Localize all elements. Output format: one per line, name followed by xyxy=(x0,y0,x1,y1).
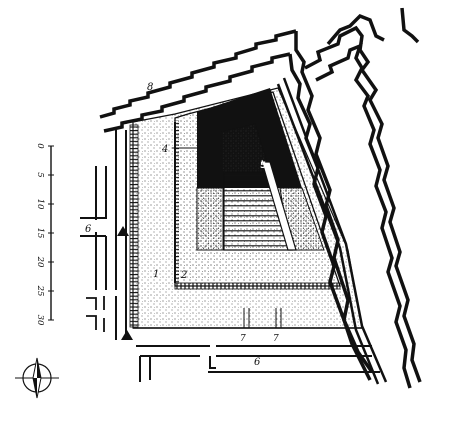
scale-tick-30: 30 xyxy=(35,315,45,326)
lower-court-left xyxy=(196,187,224,251)
scale-tick-10: 10 xyxy=(35,199,45,210)
platform-left-hatch xyxy=(174,120,179,284)
scale-tick-5: 5 xyxy=(35,172,45,177)
label-7-left: 7 xyxy=(240,334,246,344)
label-6-west: 6 xyxy=(85,224,92,235)
entrance-arrow-west xyxy=(117,226,129,236)
label-2: 2 xyxy=(180,270,187,281)
label-8: 8 xyxy=(147,82,153,93)
scale-tick-20: 20 xyxy=(35,256,45,268)
scale-tick-0: 0 xyxy=(35,143,45,149)
stepped-east-walls xyxy=(288,25,422,389)
gate-markers xyxy=(243,308,282,328)
scale-bar: 0 5 10 15 20 25 30 xyxy=(35,143,54,326)
staircase-side-wall xyxy=(261,161,297,251)
west-road xyxy=(80,130,127,340)
label-4: 4 xyxy=(161,144,168,155)
west-road-buildings xyxy=(86,296,105,332)
north-arrow-compass-icon xyxy=(15,357,59,399)
scale-tick-15: 15 xyxy=(35,228,45,239)
label-3: 3 xyxy=(200,238,206,248)
west-wall-hatch xyxy=(129,124,139,328)
label-7-right: 7 xyxy=(273,334,279,344)
south-road xyxy=(136,345,380,382)
label-1: 1 xyxy=(153,269,159,280)
entrance-arrow-south xyxy=(121,330,133,340)
label-6-south: 6 xyxy=(254,357,261,368)
platform-bottom-hatch xyxy=(174,282,341,290)
scale-tick-25: 25 xyxy=(35,285,45,297)
stepped-enclosure-walls xyxy=(99,29,297,133)
label-5-leader xyxy=(261,159,267,171)
label-5: 5 xyxy=(260,161,266,171)
north-wall-fragments xyxy=(326,7,420,46)
